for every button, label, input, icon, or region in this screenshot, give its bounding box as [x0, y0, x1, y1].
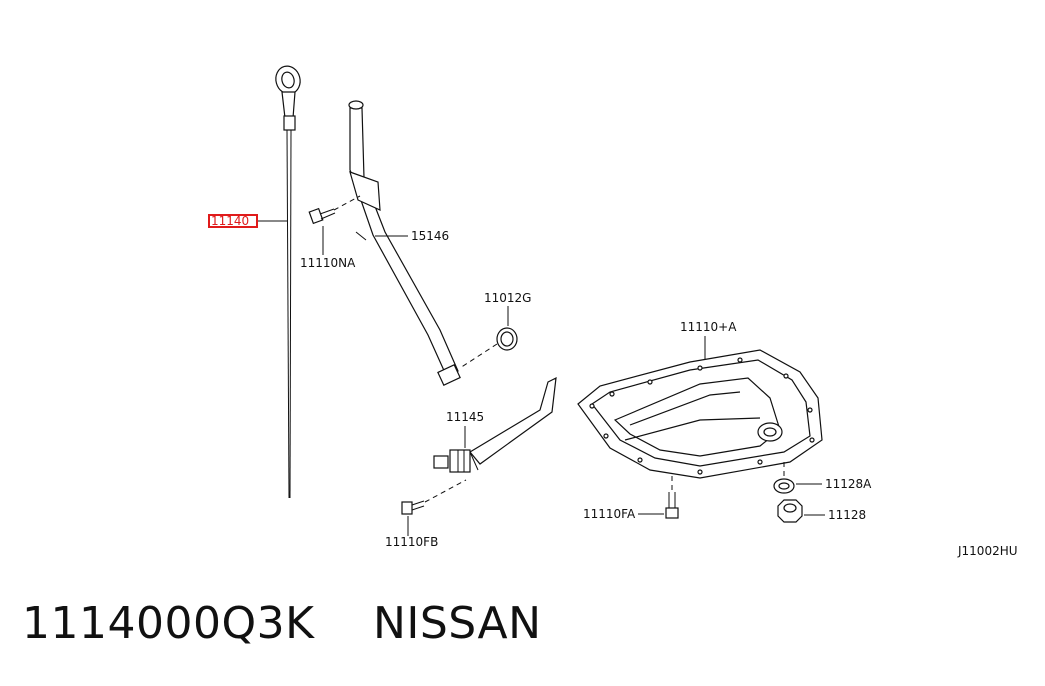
brand-name: NISSAN [372, 598, 542, 649]
o-ring-label: 11012G [484, 291, 531, 305]
bolt-fa[interactable] [665, 492, 679, 519]
strainer-label: 11145 [446, 410, 484, 424]
washer-label: 11128A [825, 477, 872, 491]
dipstick-label: 11140 [211, 214, 249, 228]
dipstick-callout[interactable]: 11140 [208, 214, 287, 228]
oil-pan-label: 11110+A [680, 320, 737, 334]
guide-tube[interactable] [348, 100, 461, 386]
dipstick[interactable] [273, 63, 303, 499]
footer: 1114000Q3K NISSAN [22, 598, 542, 649]
bolt-na-label: 11110NA [300, 256, 356, 270]
bolt-na[interactable] [308, 207, 336, 225]
oil-pan[interactable] [577, 349, 823, 479]
bolt-fb-label: 11110FB [385, 535, 438, 549]
diagram-ref-code: J11002HU [957, 544, 1018, 558]
bolt-fb[interactable] [401, 500, 425, 515]
part-number: 1114000Q3K [22, 598, 315, 649]
drain-plug-label: 11128 [828, 508, 866, 522]
drain-plug[interactable] [777, 499, 803, 523]
parts-diagram: 11140 15146 11110NA 11012G 11110+A [208, 63, 1018, 558]
guide-tube-label: 15146 [411, 229, 449, 243]
o-ring[interactable] [496, 327, 518, 351]
strainer[interactable] [433, 376, 557, 473]
bolt-fa-label: 11110FA [583, 507, 636, 521]
washer[interactable] [773, 478, 795, 494]
